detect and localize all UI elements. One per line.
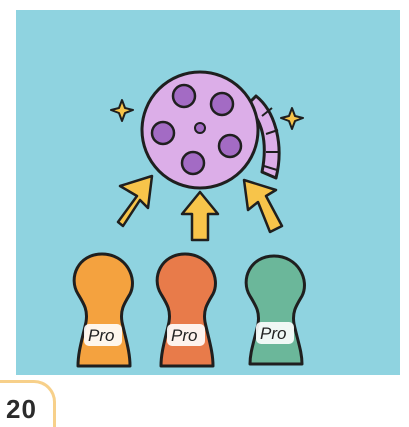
figure-right-label: Pro	[260, 324, 286, 343]
arrow-middle-icon	[182, 192, 218, 240]
figure-left: Pro	[74, 254, 132, 366]
sparkle-right-icon	[281, 108, 303, 129]
figure-middle-label: Pro	[171, 326, 197, 345]
arrow-left-icon	[118, 176, 152, 226]
figure-left-label: Pro	[88, 326, 114, 345]
arrow-right-icon	[244, 180, 282, 232]
page-footer	[0, 383, 409, 427]
figure-middle: Pro	[157, 254, 215, 366]
page-number: 20	[6, 394, 37, 425]
sparkle-left-icon	[111, 100, 133, 121]
figure-right: Pro	[246, 256, 304, 364]
film-reel-icon	[142, 72, 279, 188]
